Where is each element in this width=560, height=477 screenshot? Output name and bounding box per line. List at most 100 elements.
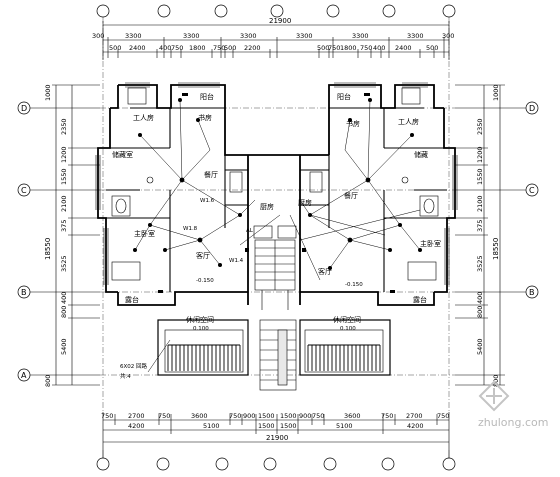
bottom-axis-bubbles [96, 450, 456, 471]
top-row2-labels: 500 2400 400 750 1800 750 500 2200 500 7… [109, 44, 438, 52]
dim-label: 300 [92, 32, 104, 40]
room-label: 厨房 [298, 198, 312, 207]
dim-label: 1550 [60, 168, 68, 185]
leisure-area-right [299, 319, 391, 376]
axis-label: B [21, 288, 27, 297]
elevation-label: 0.100 [340, 326, 356, 332]
room-label: 客厅 [196, 251, 210, 260]
left-dimensions [52, 84, 100, 386]
dim-label: 18550 [44, 238, 52, 260]
elevation-label: -0.150 [196, 278, 214, 284]
dim-label: 3525 [476, 255, 484, 272]
dim-label: 750 [381, 412, 393, 420]
dim-label: 3300 [296, 32, 313, 40]
axis-label: D [529, 104, 535, 113]
dim-label: 800 [44, 375, 52, 387]
room-label: 储藏 [414, 150, 428, 159]
dim-label: 5400 [60, 338, 68, 355]
top-total-dim: 21900 [269, 17, 291, 25]
dim-label: 5100 [336, 422, 353, 430]
wiring-label: W1.6 [200, 198, 215, 204]
axis-bubble-b-right: B [505, 285, 539, 299]
note-leader [147, 339, 171, 373]
axis-bubble-a: A [17, 368, 52, 382]
dim-label: 750 [101, 412, 113, 420]
room-label: 阳台 [200, 92, 214, 101]
dim-label: 800 [492, 375, 500, 387]
top-axis-bubbles [96, 4, 456, 18]
bottom-row2-labels: 4200 5100 1500 1500 5100 4200 [128, 422, 424, 430]
dim-label: 3600 [191, 412, 208, 420]
axis-bubble-b: B [17, 285, 52, 299]
dim-label: 800 [476, 306, 484, 318]
dim-label: 3600 [344, 412, 361, 420]
axis-bubble-c-right: C [505, 183, 539, 197]
room-label: 餐厅 [204, 170, 218, 179]
wiring-label: W1.4 [229, 258, 244, 264]
dim-label: 1200 [476, 146, 484, 163]
top-dimensions [102, 21, 450, 60]
dim-label: 500 [317, 44, 329, 52]
room-label: 休闲空间 [186, 315, 214, 324]
dim-label: 750 [312, 412, 324, 420]
dim-label: 3300 [352, 32, 369, 40]
room-label: 客厅 [318, 267, 332, 276]
dim-label: 5100 [203, 422, 220, 430]
room-label: 阳台 [337, 92, 351, 101]
dim-label: 800 [60, 306, 68, 318]
dim-label: 500 [426, 44, 438, 52]
dim-label: 500 [109, 44, 121, 52]
dim-label: 900 [299, 412, 311, 420]
axis-label: D [21, 104, 27, 113]
dim-label: 300 [442, 32, 454, 40]
fixtures [111, 87, 439, 281]
dim-label: 750 [360, 44, 372, 52]
note-label: 共.4 [120, 372, 131, 380]
room-label: 主卧室 [420, 239, 441, 248]
room-label: 主卧室 [134, 229, 155, 238]
panel-label: AL [246, 228, 254, 234]
dim-label: 2350 [60, 118, 68, 135]
dim-label: 2100 [476, 195, 484, 212]
axis-label: A [21, 371, 27, 380]
watermark: zhulong.com [478, 380, 548, 429]
axis-label: C [529, 186, 535, 195]
dim-label: 1000 [492, 84, 500, 101]
left-dim-labels: 1000 2350 1200 1550 2100 375 3525 400 80… [44, 84, 68, 387]
dim-label: 1500 [258, 422, 275, 430]
dim-label: 4200 [407, 422, 424, 430]
dim-label: 2700 [406, 412, 423, 420]
room-label: 工人房 [133, 113, 154, 122]
right-axis-bubbles: D C B [505, 101, 539, 299]
right-dim-labels: 1000 2350 1200 1550 2100 375 3525 400 80… [476, 84, 500, 387]
dim-label: 750 [171, 44, 183, 52]
dim-label: 400 [60, 292, 68, 304]
leisure-hatch [167, 344, 381, 371]
axis-label: B [529, 288, 535, 297]
room-label: 厨房 [260, 202, 274, 211]
room-label: 书房 [346, 119, 360, 128]
dim-label: 5400 [476, 338, 484, 355]
dim-label: 1500 [280, 422, 297, 430]
dim-label: 750 [158, 412, 170, 420]
dim-label: 1500 [258, 412, 275, 420]
room-label: 露台 [125, 295, 139, 304]
dim-label: 750 [437, 412, 449, 420]
elevation-label: 0.100 [193, 326, 209, 332]
axis-bubble-d: D [17, 101, 52, 115]
bottom-row1-labels: 750 2700 750 3600 750 900 1500 1500 900 … [101, 412, 449, 420]
electrical-symbols [133, 93, 422, 293]
dim-label: 400 [159, 44, 171, 52]
elevation-label: -0.150 [345, 282, 363, 288]
room-label: 露台 [413, 295, 427, 304]
dim-label: 2700 [128, 412, 145, 420]
top-row1-labels: 300 3300 3300 3300 3300 3300 3300 300 [92, 32, 454, 40]
room-label: 储藏室 [112, 150, 133, 159]
right-dimensions [455, 84, 505, 386]
watermark-text: zhulong.com [478, 416, 548, 429]
axis-bubble-c: C [17, 183, 52, 197]
room-label: 工人房 [398, 117, 419, 126]
dim-label: 1800 [340, 44, 357, 52]
interior-walls [106, 107, 447, 292]
